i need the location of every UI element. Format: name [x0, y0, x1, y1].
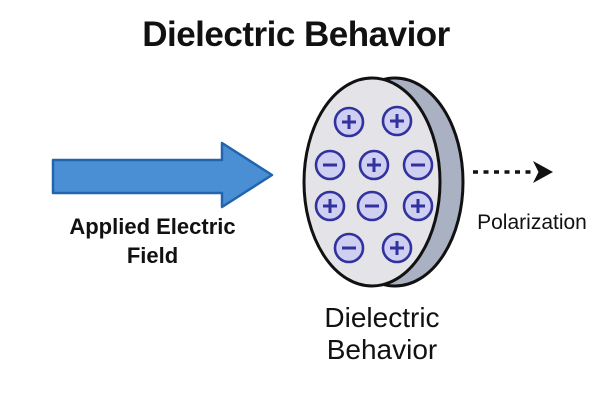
- disk-front-face: [302, 76, 442, 288]
- polarization-label: Polarization: [477, 211, 587, 234]
- diagram-title: Dielectric Behavior: [142, 15, 450, 54]
- applied-field-label-line2: Field: [126, 243, 179, 268]
- disk-caption-line2: Behavior: [326, 334, 438, 365]
- applied-field-arrow: [51, 141, 274, 209]
- applied-field-label-line1: Applied Electric: [69, 214, 236, 239]
- polarization-arrow: [473, 161, 553, 183]
- charges-group: [314, 105, 434, 264]
- disk-caption: Dielectric Behavior: [272, 302, 492, 366]
- disk-caption-line1: Dielectric: [324, 302, 440, 333]
- applied-field-label: Applied Electric Field: [40, 212, 265, 270]
- polarization-arrowhead: [533, 161, 553, 183]
